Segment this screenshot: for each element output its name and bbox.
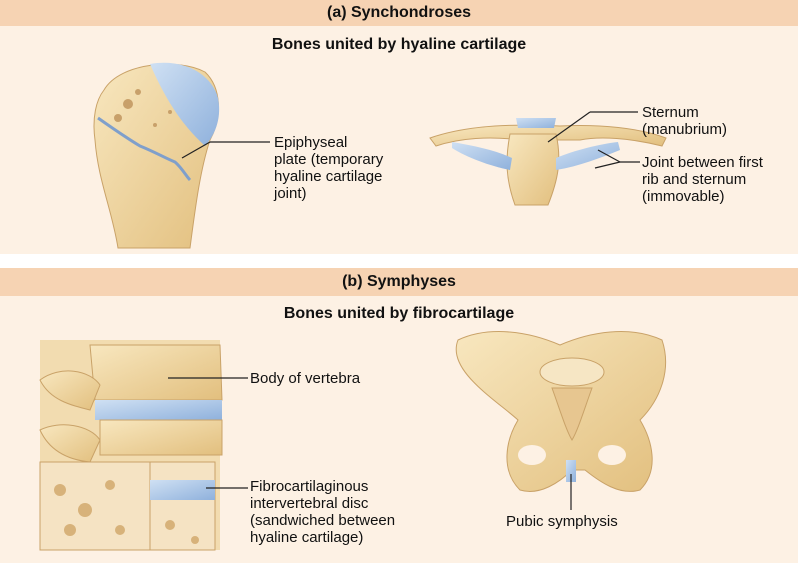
vertebra-body-label: Body of vertebra	[250, 370, 360, 387]
section-b-header: (b) Symphyses	[0, 268, 798, 296]
sternum-leader-diagonal	[547, 111, 591, 143]
disc-line-1: Fibrocartilaginous	[250, 478, 369, 495]
section-a-subtitle: Bones united by hyaline cartilage	[271, 36, 527, 53]
epiphyseal-plate-label: Epiphyseal plate (temporary hyaline cart…	[274, 134, 383, 202]
pubic-symphysis-label: Pubic symphysis	[506, 513, 618, 530]
sternum-illustration	[429, 118, 667, 206]
section-b-header-text: (b) Symphyses	[342, 273, 456, 290]
vertebra-line-1: Body of vertebra	[250, 370, 361, 387]
rib-joint-leader-b	[594, 161, 621, 169]
humerus-head-illustration	[93, 62, 220, 249]
disc-line-2: intervertebral disc	[250, 495, 369, 512]
epiphyseal-line-1: Epiphyseal	[274, 134, 348, 151]
epiphyseal-line-3: hyaline cartilage	[274, 168, 383, 185]
epiphyseal-leader-diagonal	[181, 141, 211, 159]
leader-lines	[168, 111, 640, 510]
disc-line-3: (sandwiched between	[250, 512, 396, 529]
section-b-subtitle: Bones united by fibrocartilage	[283, 305, 515, 322]
section-a-header-text: (a) Synchondroses	[326, 4, 472, 21]
pubic-line-1: Pubic symphysis	[506, 513, 618, 530]
epiphyseal-line-4: joint)	[274, 185, 307, 202]
section-a-header: (a) Synchondroses	[0, 0, 798, 26]
sternum-label: Sternum (manubrium)	[642, 104, 727, 138]
sternum-line-1: Sternum	[642, 104, 699, 121]
disc-label: Fibrocartilaginous intervertebral disc (…	[250, 478, 395, 546]
rib-joint-label: Joint between first rib and sternum (imm…	[642, 154, 763, 205]
rib-joint-line-3: (immovable)	[642, 188, 725, 205]
sternum-line-2: (manubrium)	[642, 121, 728, 138]
pelvis-illustration	[455, 331, 666, 492]
vertebra-illustration	[39, 340, 223, 551]
epiphyseal-line-2: plate (temporary	[274, 151, 384, 168]
rib-joint-line-2: rib and sternum	[642, 171, 747, 188]
rib-joint-line-1: Joint between first	[642, 154, 763, 171]
rib-joint-leader-a	[597, 149, 621, 163]
disc-line-4: hyaline cartilage)	[250, 529, 364, 546]
